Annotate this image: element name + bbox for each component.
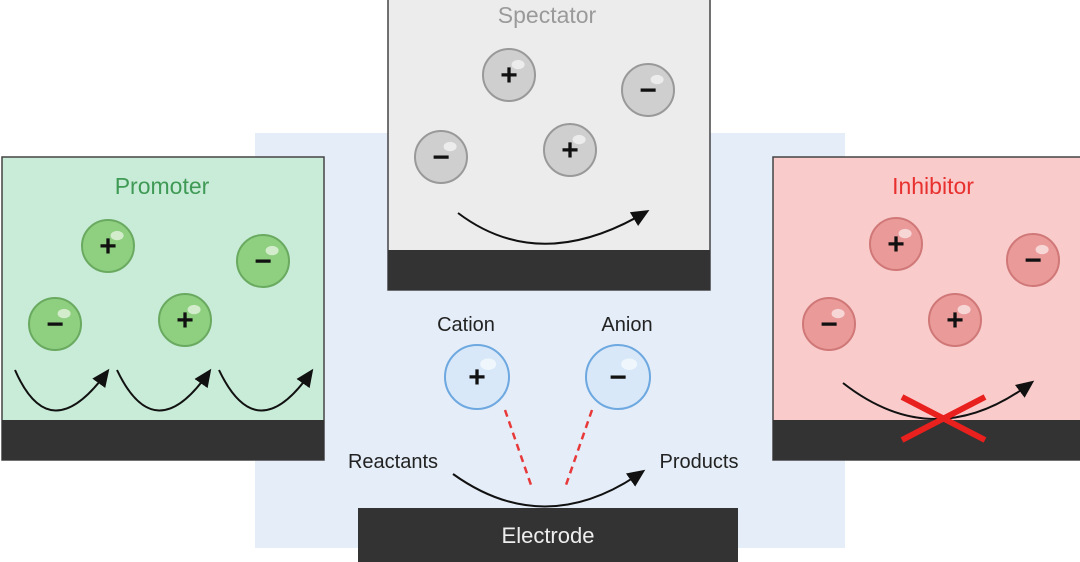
spectator-panel: Spectator + − − + (387, 0, 711, 291)
cation-ion: + (81, 219, 135, 273)
anion-ion: − (236, 234, 290, 288)
cation-label: Cation (437, 314, 495, 336)
cation-ion: + (158, 293, 212, 347)
products-label: Products (660, 451, 739, 473)
plus-icon: + (176, 304, 194, 337)
promoter-arrow (218, 368, 314, 412)
minus-icon: − (639, 74, 657, 107)
plus-icon: + (561, 134, 579, 167)
cross-icon (900, 394, 987, 443)
promoter-panel: Promoter + − − + (1, 156, 325, 461)
cation-dashed-line (503, 409, 533, 486)
anion-dashed-line (564, 409, 594, 486)
spectator-arrow (457, 209, 650, 245)
anion-ion: − (1006, 233, 1060, 287)
promoter-arrow (116, 368, 212, 412)
cation-ion: + (869, 217, 923, 271)
electrode (358, 508, 738, 562)
plus-icon: + (887, 228, 905, 261)
promoter-label: Promoter (115, 173, 210, 199)
spectator-label: Spectator (498, 2, 597, 28)
anion-ion: − (414, 130, 468, 184)
promoter-arrow (14, 368, 110, 412)
plus-icon: + (468, 361, 486, 394)
plus-icon: + (500, 59, 518, 92)
minus-icon: − (609, 361, 627, 394)
minus-icon: − (432, 141, 450, 174)
anion-ion: − (802, 297, 856, 351)
minus-icon: − (1024, 244, 1042, 277)
minus-icon: − (46, 308, 64, 341)
minus-icon: − (820, 308, 838, 341)
inhibitor-label: Inhibitor (892, 173, 974, 199)
cation-ion: + (482, 48, 536, 102)
inhibitor-panel: Inhibitor + − − + (772, 156, 1080, 461)
promoter-electrode (2, 420, 324, 460)
reactants-label: Reactants (348, 451, 438, 473)
anion-ion: − (28, 297, 82, 351)
plus-icon: + (946, 304, 964, 337)
reaction-arrow (452, 469, 646, 508)
cation-ion: + (444, 344, 510, 410)
spectator-electrode (388, 250, 710, 290)
electrode-label: Electrode (502, 523, 595, 548)
cation-ion: + (543, 123, 597, 177)
inhibitor-arrow (842, 380, 1035, 420)
anion-ion: − (621, 63, 675, 117)
minus-icon: − (254, 245, 272, 278)
anion-label: Anion (601, 314, 652, 336)
plus-icon: + (99, 230, 117, 263)
anion-ion: − (585, 344, 651, 410)
cation-ion: + (928, 293, 982, 347)
